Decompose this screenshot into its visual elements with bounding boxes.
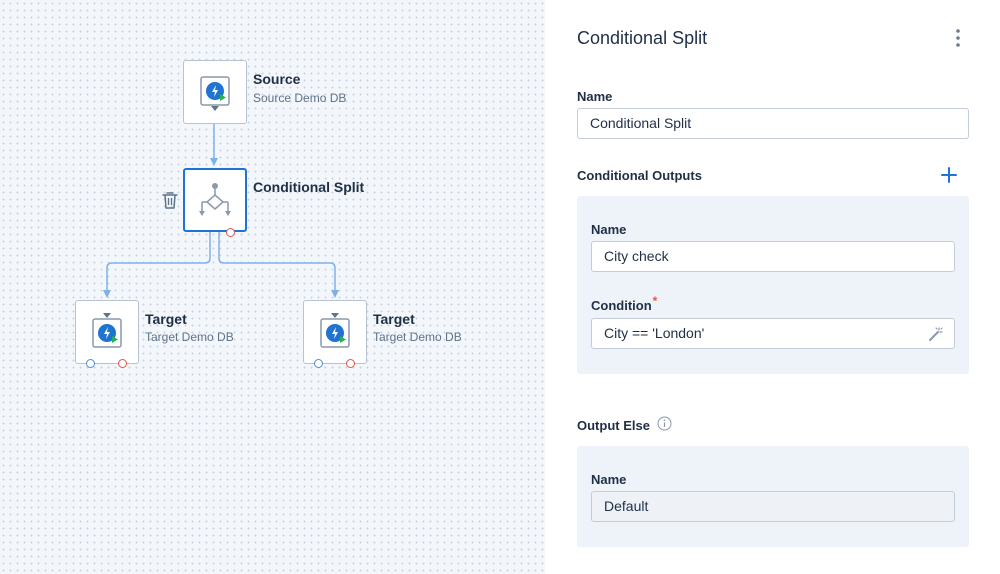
source-node[interactable] <box>183 60 247 124</box>
target-1-subtitle: Target Demo DB <box>145 330 234 344</box>
properties-panel: Conditional Split Name Conditional Split… <box>545 0 1000 574</box>
split-error-port[interactable] <box>226 228 235 237</box>
target-node-1[interactable] <box>75 300 139 364</box>
output-name-input[interactable]: City check <box>591 241 955 272</box>
condition-input-value: City == 'London' <box>604 325 705 341</box>
diagram-canvas[interactable]: Source Source Demo DB Conditional Split … <box>0 0 545 574</box>
source-node-subtitle: Source Demo DB <box>253 91 347 105</box>
info-icon[interactable] <box>657 416 672 431</box>
condition-label: Condition* <box>591 294 657 313</box>
condition-input[interactable]: City == 'London' <box>591 318 955 349</box>
target-1-title: Target <box>145 311 187 327</box>
else-name-label: Name <box>591 472 627 487</box>
output-name-label: Name <box>591 222 627 237</box>
link-split-to-target-2 <box>218 232 339 298</box>
target-icon <box>92 313 122 348</box>
name-label: Name <box>577 89 613 104</box>
plus-icon[interactable] <box>939 165 959 185</box>
conditional-split-node[interactable] <box>183 168 247 232</box>
target-node-2[interactable] <box>303 300 367 364</box>
kebab-menu-icon[interactable] <box>950 26 966 50</box>
conditional-outputs-label: Conditional Outputs <box>577 168 702 183</box>
target-2-input-port[interactable] <box>314 359 323 368</box>
name-input[interactable]: Conditional Split <box>577 108 969 139</box>
target-1-input-port[interactable] <box>86 359 95 368</box>
target-2-title: Target <box>373 311 415 327</box>
else-name-input[interactable]: Default <box>591 491 955 522</box>
conditional-split-icon <box>199 183 231 216</box>
connection-links <box>103 124 339 298</box>
output-else-label: Output Else <box>577 418 650 433</box>
magic-wand-icon[interactable] <box>928 326 944 342</box>
panel-title: Conditional Split <box>577 28 708 48</box>
source-node-title: Source <box>253 71 301 87</box>
condition-label-text: Condition <box>591 298 652 313</box>
target-1-error-port[interactable] <box>118 359 127 368</box>
split-node-title: Conditional Split <box>253 179 365 195</box>
target-icon <box>320 313 350 348</box>
link-split-to-target-1 <box>103 232 211 298</box>
target-2-error-port[interactable] <box>346 359 355 368</box>
required-mark: * <box>652 294 658 308</box>
target-2-subtitle: Target Demo DB <box>373 330 462 344</box>
source-icon <box>200 76 230 111</box>
trash-icon[interactable] <box>162 191 178 209</box>
